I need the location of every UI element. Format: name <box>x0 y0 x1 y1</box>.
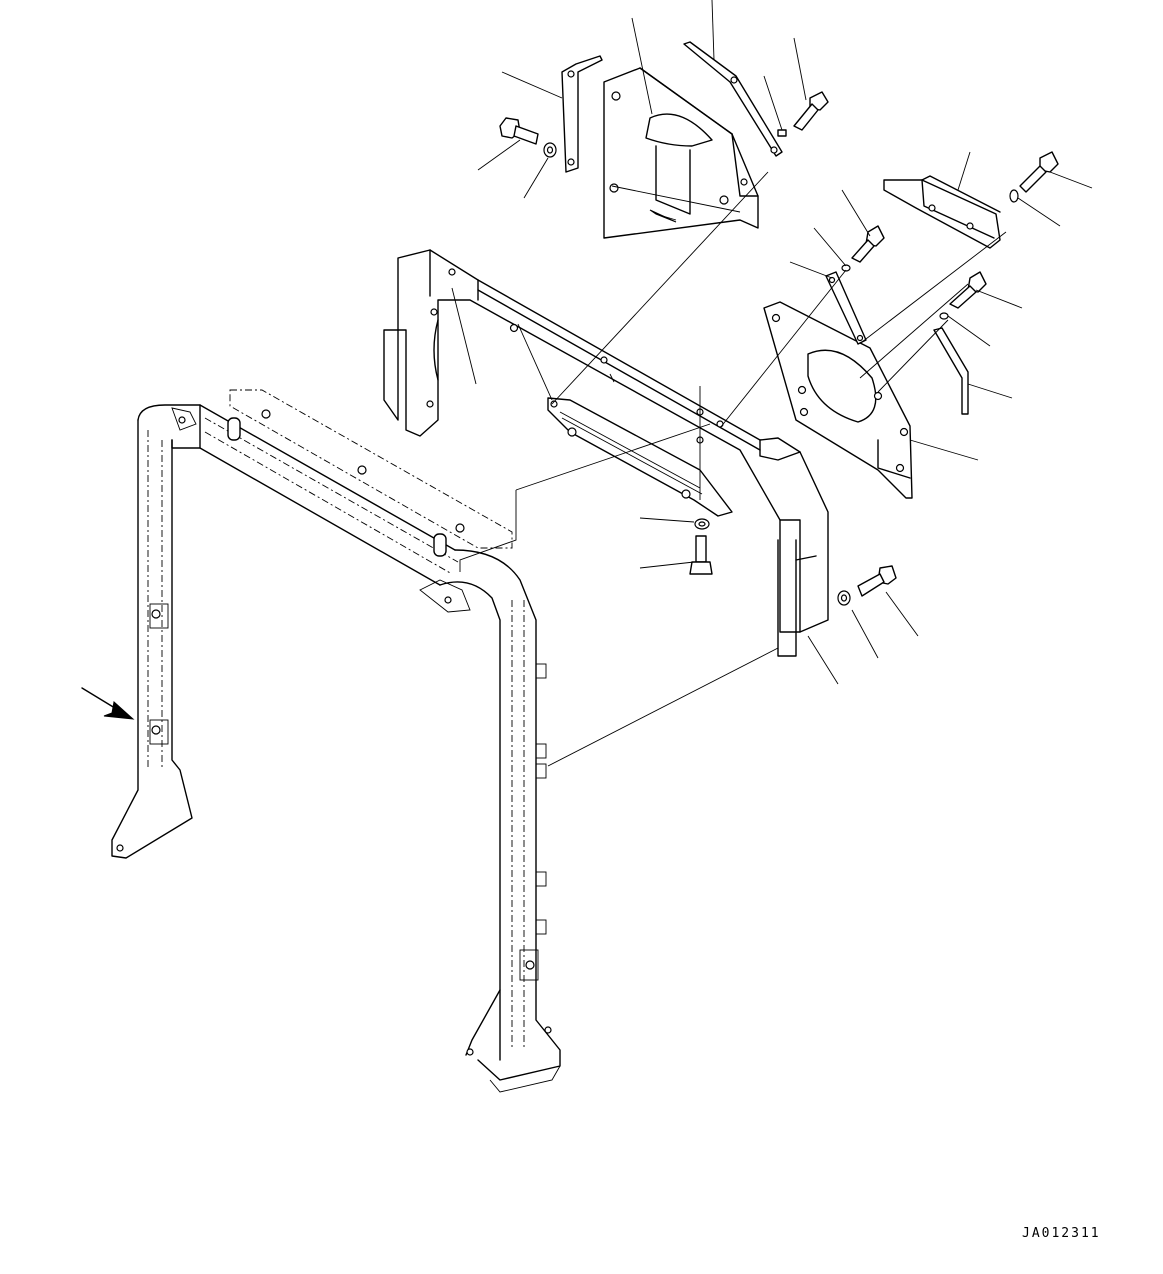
frame-assembly <box>81 389 561 1093</box>
fasteners <box>499 91 1059 606</box>
leader-lines <box>451 0 1093 767</box>
upper-cover-plate <box>561 41 783 239</box>
drawing-reference-code: JA012311 <box>1022 1226 1101 1241</box>
side-cover-plate <box>763 175 1001 499</box>
bolt-1 <box>499 117 539 145</box>
main-bracket <box>383 249 829 657</box>
